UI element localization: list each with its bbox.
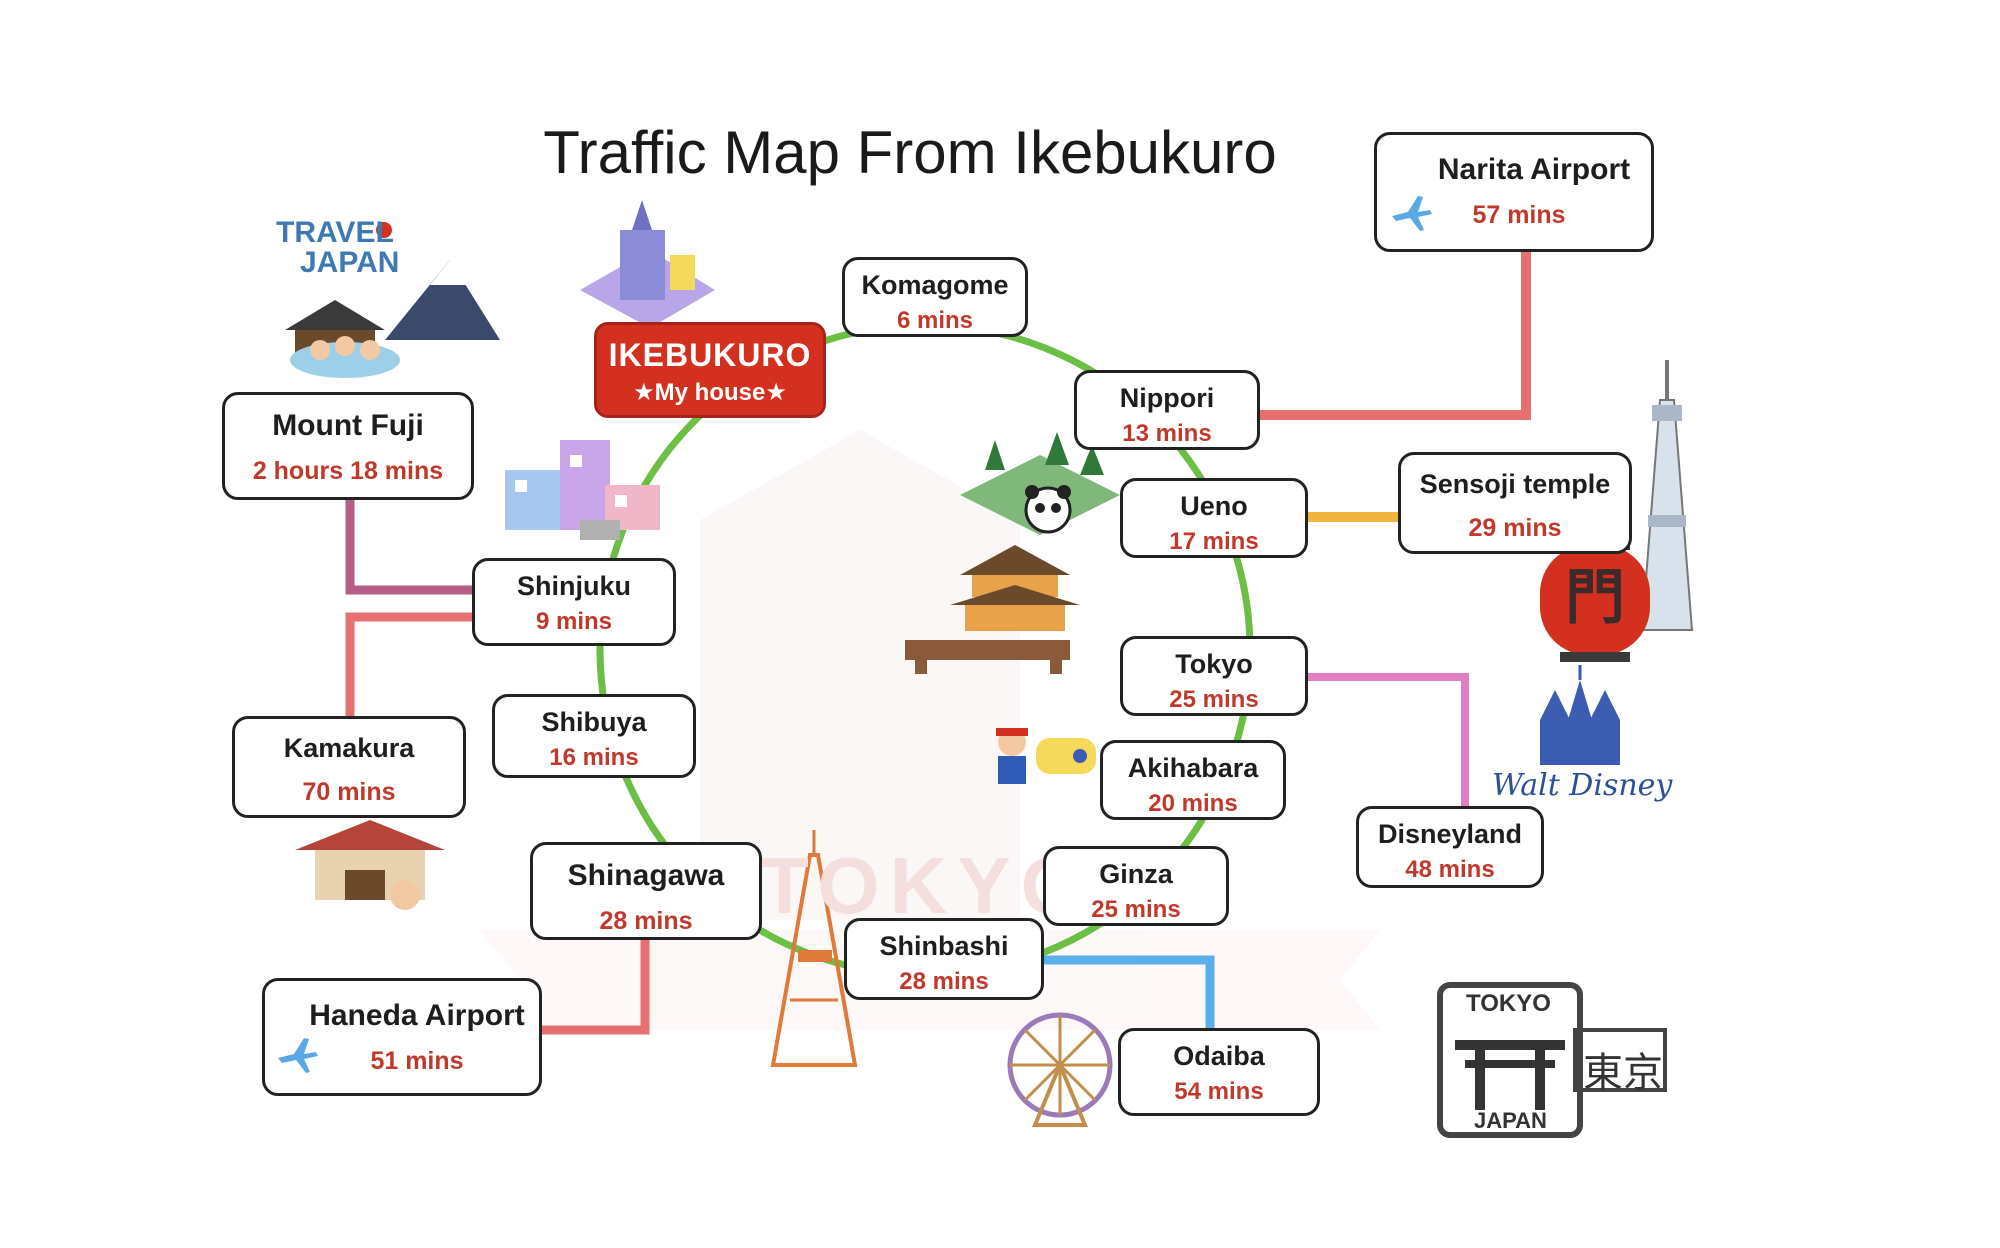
kamakura-line bbox=[345, 612, 477, 716]
stamp-top-text: TOKYO bbox=[1466, 990, 1551, 1017]
destination-time: 2 hours 18 mins bbox=[252, 457, 444, 485]
kamakura-temple-icon bbox=[295, 820, 445, 910]
watermark-text: TOKYO bbox=[760, 841, 1094, 930]
destination-time: 51 mins bbox=[370, 1047, 464, 1075]
station-name: Tokyo bbox=[1175, 649, 1253, 679]
station-name: Ueno bbox=[1180, 491, 1248, 521]
home-subtitle: ★My house★ bbox=[633, 379, 787, 406]
destination-disneyland: Disneyland 48 mins bbox=[1356, 806, 1544, 888]
station-name: Komagome bbox=[861, 270, 1009, 300]
station-time: 6 mins bbox=[896, 307, 974, 334]
station-nippori: Nippori 13 mins bbox=[1074, 370, 1260, 450]
station-shinagawa: Shinagawa 28 mins bbox=[530, 842, 762, 940]
station-time: 13 mins bbox=[1122, 420, 1212, 447]
ikebukuro-tower-icon bbox=[580, 200, 715, 328]
skytree-icon bbox=[1640, 360, 1694, 631]
destination-name: Sensoji temple bbox=[1419, 469, 1611, 499]
station-akihabara: Akihabara 20 mins bbox=[1100, 740, 1286, 820]
pagoda-icon bbox=[905, 545, 1080, 674]
station-time: 28 mins bbox=[599, 907, 693, 935]
station-name: Shibuya bbox=[541, 707, 647, 737]
station-name: Shinbashi bbox=[879, 931, 1009, 961]
destination-time: 29 mins bbox=[1468, 514, 1562, 542]
destination-mount-fuji: Mount Fuji 2 hours 18 mins bbox=[222, 392, 474, 500]
destination-time: 57 mins bbox=[1472, 201, 1566, 229]
plane-icon bbox=[278, 1038, 318, 1073]
narita-line bbox=[1256, 248, 1531, 420]
station-tokyo: Tokyo 25 mins bbox=[1120, 636, 1308, 716]
destination-name: Disneyland bbox=[1377, 819, 1523, 849]
disney-line bbox=[1307, 673, 1469, 815]
station-time: 25 mins bbox=[1091, 896, 1181, 923]
ferris-wheel-icon bbox=[1007, 1012, 1113, 1127]
walt-disney-logo: Walt Disney bbox=[1492, 768, 1673, 803]
panda-icon bbox=[1024, 485, 1072, 534]
tokyo-tower-icon bbox=[770, 830, 858, 1067]
station-name: Shinjuku bbox=[517, 571, 631, 601]
station-name: Nippori bbox=[1119, 383, 1215, 413]
station-name: Shinagawa bbox=[567, 859, 725, 892]
fuji-line bbox=[345, 498, 477, 595]
station-time: 17 mins bbox=[1169, 528, 1259, 555]
destination-odaiba: Odaiba 54 mins bbox=[1118, 1028, 1320, 1116]
station-name: Akihabara bbox=[1127, 753, 1259, 783]
station-shibuya: Shibuya 16 mins bbox=[492, 694, 696, 778]
destination-name: Haneda Airport bbox=[309, 999, 525, 1032]
svg-text:門: 門 bbox=[1565, 563, 1625, 633]
station-time: 25 mins bbox=[1169, 686, 1259, 713]
castle-icon bbox=[1540, 665, 1620, 765]
destination-name: Narita Airport bbox=[1437, 153, 1631, 186]
stamp-bottom-text: JAPAN bbox=[1474, 1108, 1547, 1133]
page-title: Traffic Map From Ikebukuro bbox=[543, 119, 1277, 186]
torii-stamp-icon bbox=[1437, 982, 1667, 1138]
station-ginza: Ginza 25 mins bbox=[1043, 846, 1229, 926]
station-time: 28 mins bbox=[899, 968, 989, 995]
station-ueno: Ueno 17 mins bbox=[1120, 478, 1308, 558]
destination-sensoji: Sensoji temple 29 mins bbox=[1398, 452, 1632, 554]
destination-name: Kamakura bbox=[283, 733, 415, 763]
destination-haneda: Haneda Airport 51 mins bbox=[262, 978, 542, 1096]
station-time: 16 mins bbox=[549, 744, 639, 771]
station-shinbashi: Shinbashi 28 mins bbox=[844, 918, 1044, 1000]
home-name: IKEBUKURO bbox=[608, 337, 812, 373]
station-shinjuku: Shinjuku 9 mins bbox=[472, 558, 676, 646]
plane-icon bbox=[1392, 196, 1432, 231]
stamp-kanji-text: 東京 bbox=[1583, 1050, 1663, 1096]
haneda-line bbox=[540, 940, 650, 1035]
travel-japan-line-2: JAPAN bbox=[300, 246, 400, 279]
lantern-icon: 門 bbox=[1540, 540, 1650, 662]
destination-narita: Narita Airport 57 mins bbox=[1374, 132, 1654, 252]
mount-fuji-icon bbox=[285, 222, 500, 378]
station-komagome: Komagome 6 mins bbox=[842, 257, 1028, 337]
destination-name: Mount Fuji bbox=[272, 409, 424, 442]
home-ikebukuro: IKEBUKURO ★My house★ bbox=[594, 322, 826, 418]
shinjuku-buildings-icon bbox=[505, 440, 660, 540]
destination-time: 54 mins bbox=[1174, 1078, 1264, 1105]
odaiba-line bbox=[1043, 955, 1215, 1030]
travel-japan-line-1: TRAVEL bbox=[276, 216, 394, 249]
travel-japan-logo: TRAVEL JAPAN bbox=[276, 218, 399, 278]
station-time: 9 mins bbox=[535, 608, 613, 635]
game-character-icon bbox=[996, 728, 1096, 784]
destination-time: 48 mins bbox=[1405, 856, 1495, 883]
station-name: Ginza bbox=[1099, 859, 1173, 889]
destination-kamakura: Kamakura 70 mins bbox=[232, 716, 466, 818]
station-time: 20 mins bbox=[1148, 790, 1238, 817]
destination-name: Odaiba bbox=[1173, 1041, 1265, 1071]
destination-time: 70 mins bbox=[302, 778, 396, 806]
